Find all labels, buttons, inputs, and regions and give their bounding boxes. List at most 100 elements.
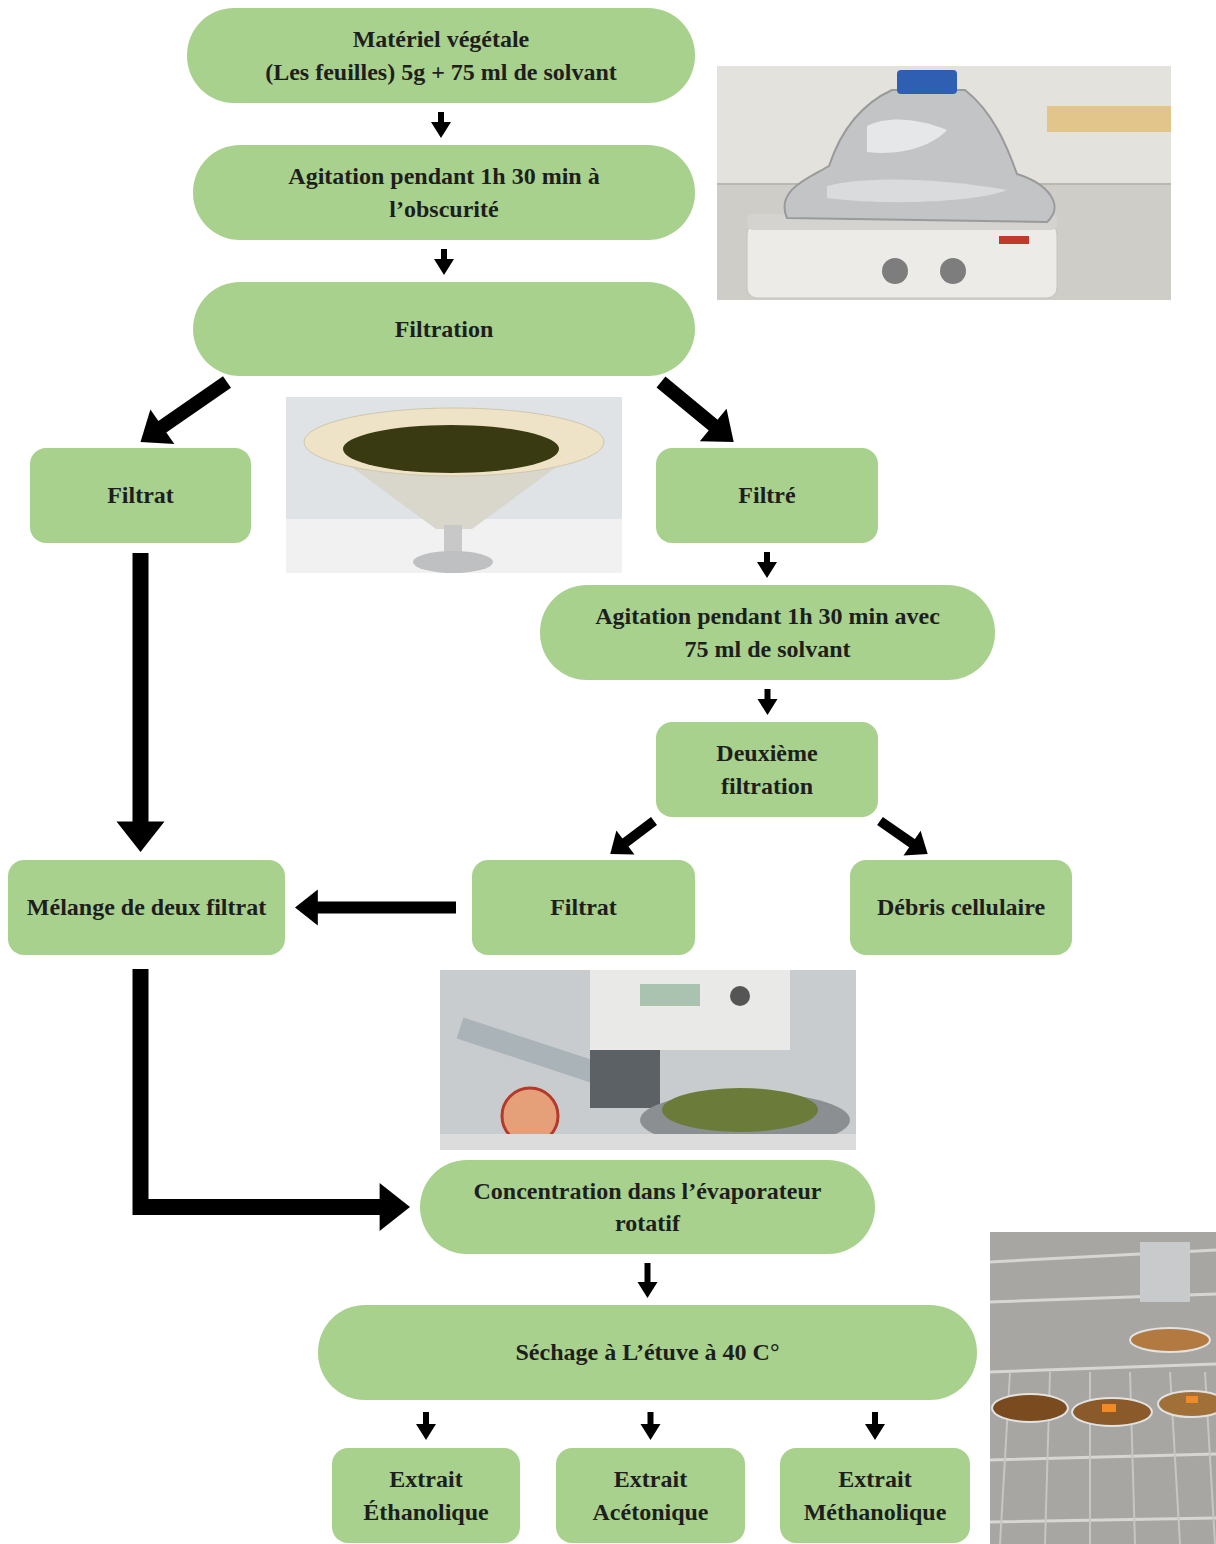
foil-highlight xyxy=(867,120,947,153)
flow-arrow xyxy=(638,1263,658,1298)
arrow-shaft xyxy=(661,382,716,428)
foil-base xyxy=(413,551,493,573)
box-label: Filtré xyxy=(738,479,795,511)
flow-arrow xyxy=(641,1412,661,1440)
flow-arrow xyxy=(117,553,165,852)
box-label: Agitation pendant 1h 30 min avec 75 ml d… xyxy=(584,600,952,665)
paper-sheet xyxy=(1047,106,1171,132)
box-label: Deuxième filtration xyxy=(670,737,864,802)
arrow-head xyxy=(380,1183,410,1231)
text-group: Filtration xyxy=(395,313,494,345)
stirrer-photo xyxy=(717,66,1171,300)
flow-arrow xyxy=(865,1412,885,1440)
arrow-shaft xyxy=(159,382,227,429)
arrow-shaft xyxy=(133,553,149,826)
box-label: Séchage à L’étuve à 40 C° xyxy=(515,1336,779,1368)
flow-arrow xyxy=(757,552,777,578)
filtration-photo xyxy=(286,397,622,573)
dish-tag xyxy=(1102,1404,1116,1412)
filter-paper xyxy=(304,408,604,476)
text-group: Séchage à L’étuve à 40 C° xyxy=(515,1336,779,1368)
flow-arrow xyxy=(758,689,778,715)
text-group: Deuxième filtration xyxy=(670,737,864,802)
flow-arrow xyxy=(141,382,228,444)
box-label: Extrait Méthanolique xyxy=(794,1463,956,1528)
flow-arrow xyxy=(416,1412,436,1440)
oven-photo xyxy=(990,1232,1216,1544)
process-box: Concentration dans l’évaporateur rotatif xyxy=(420,1160,875,1254)
text-group: Extrait Acétonique xyxy=(570,1463,731,1528)
box-label: Filtrat xyxy=(550,891,617,923)
flow-arrow xyxy=(431,112,451,138)
arrow-shaft xyxy=(314,902,456,914)
bottle-cap xyxy=(897,70,957,94)
process-box: Mélange de deux filtrat xyxy=(8,860,285,955)
box-label: Filtration xyxy=(395,313,494,345)
text-group: Extrait Éthanolique xyxy=(346,1463,506,1528)
process-box: Extrait Acétonique xyxy=(556,1448,745,1543)
evaporating-flask xyxy=(662,1088,818,1132)
text-group: Agitation pendant 1h 30 min avec 75 ml d… xyxy=(584,600,952,665)
box-label: Concentration dans l’évaporateur rotatif xyxy=(448,1175,848,1240)
arrow-shaft xyxy=(623,821,654,844)
box-label: Extrait Acétonique xyxy=(570,1463,731,1528)
flow-arrow xyxy=(880,821,928,856)
stirrer-base xyxy=(747,224,1057,298)
arrow-head xyxy=(416,1424,436,1440)
box-label: Filtrat xyxy=(107,479,174,511)
brand-logo xyxy=(999,236,1029,244)
process-box: Filtrat xyxy=(30,448,251,543)
box-label: Débris cellulaire xyxy=(877,891,1045,923)
rotavap-photo xyxy=(440,970,856,1150)
flow-arrow xyxy=(141,969,411,1231)
arrow-head xyxy=(641,1424,661,1440)
stirrer-knob xyxy=(940,258,966,284)
process-box: Matériel végétale(Les feuilles) 5g + 75 … xyxy=(187,8,695,103)
process-box: Agitation pendant 1h 30 min à l’obscurit… xyxy=(193,145,695,240)
box-label: Extrait Éthanolique xyxy=(346,1463,506,1528)
condenser xyxy=(460,1028,612,1078)
process-box: Filtré xyxy=(656,448,878,543)
stirrer-knob xyxy=(882,258,908,284)
arrow-head xyxy=(865,1424,885,1440)
aluminium-foil xyxy=(784,90,1054,222)
arrow-shaft xyxy=(880,821,914,845)
process-box: Débris cellulaire xyxy=(850,860,1072,955)
motor-head xyxy=(590,1050,660,1108)
glass-rack xyxy=(1140,1242,1190,1302)
box-label: Mélange de deux filtrat xyxy=(27,891,266,923)
controller xyxy=(590,970,790,1050)
arrow-head xyxy=(610,831,634,855)
flow-arrow xyxy=(434,249,454,275)
process-box: Deuxième filtration xyxy=(656,722,878,817)
process-box: Extrait Méthanolique xyxy=(780,1448,970,1543)
flow-arrow xyxy=(610,821,654,855)
petri-dish xyxy=(1130,1328,1210,1352)
process-box: Agitation pendant 1h 30 min avec 75 ml d… xyxy=(540,585,995,680)
photo-background xyxy=(990,1232,1216,1544)
text-group: Concentration dans l’évaporateur rotatif xyxy=(448,1175,848,1240)
petri-dish xyxy=(992,1394,1068,1422)
arrow-head xyxy=(757,562,777,578)
petri-dish xyxy=(1158,1391,1216,1417)
flow-arrow xyxy=(295,890,456,926)
arrow-head xyxy=(434,259,454,275)
green-extract xyxy=(343,425,559,473)
bench xyxy=(440,1134,856,1150)
arrow-head xyxy=(117,822,165,852)
petri-dish xyxy=(1072,1398,1152,1426)
dish-tag xyxy=(1186,1396,1198,1403)
text-group: Matériel végétale(Les feuilles) 5g + 75 … xyxy=(265,23,617,88)
foil-highlight xyxy=(827,180,1007,203)
photo-background xyxy=(440,970,856,1150)
text-group: Filtré xyxy=(738,479,795,511)
arrow-shaft xyxy=(141,969,385,1207)
bench xyxy=(286,519,622,573)
box-label: Agitation pendant 1h 30 min à l’obscurit… xyxy=(264,160,624,225)
text-group: Débris cellulaire xyxy=(877,891,1045,923)
text-group: Agitation pendant 1h 30 min à l’obscurit… xyxy=(264,160,624,225)
knob xyxy=(730,986,750,1006)
arrow-shaft xyxy=(645,1263,651,1284)
photo-background xyxy=(717,66,1171,300)
